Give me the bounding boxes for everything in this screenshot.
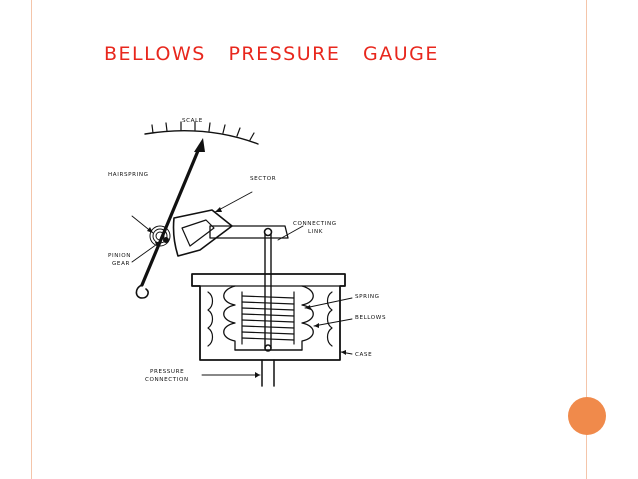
label-sector: SECTOR — [250, 176, 276, 182]
label-pressure: PRESSURE — [150, 369, 184, 375]
sector-arm — [209, 225, 289, 239]
bellows-right — [301, 285, 314, 351]
label-link: LINK — [308, 229, 323, 235]
frame-right-line — [586, 0, 587, 400]
sector — [172, 209, 233, 257]
bellows-left — [223, 285, 236, 351]
label-bellows: BELLOWS — [355, 315, 386, 321]
scale-arc — [144, 129, 259, 145]
connecting-link — [264, 231, 272, 349]
pointer — [140, 144, 202, 287]
label-connection: CONNECTION — [145, 377, 189, 383]
slide-title: BELLOWS PRESSURE GAUGE — [104, 43, 439, 65]
decorative-dot — [568, 397, 606, 435]
bellows-gauge-diagram: SCALE HAIRSPRING SECTOR PINION GEAR CONN… — [108, 118, 386, 387]
label-hairspring: HAIRSPRING — [108, 172, 149, 178]
pointer-hook — [135, 284, 149, 299]
label-pinion: PINION — [108, 253, 131, 259]
label-case: CASE — [355, 352, 372, 358]
pinion-gear — [163, 237, 169, 243]
leader-lines — [131, 191, 353, 376]
pointer-tip — [194, 138, 205, 152]
scale-ticks — [151, 121, 255, 141]
frame-right-line-lower — [586, 434, 587, 479]
spring — [241, 291, 295, 345]
label-scale: SCALE — [182, 118, 203, 124]
frame-left-line — [31, 0, 32, 479]
sector-cutout — [181, 219, 215, 247]
hairspring-coil — [149, 225, 171, 247]
label-gear: GEAR — [112, 261, 130, 267]
label-connecting: CONNECTING — [293, 221, 337, 227]
label-spring: SPRING — [355, 294, 380, 300]
pressure-pipe — [261, 359, 275, 387]
